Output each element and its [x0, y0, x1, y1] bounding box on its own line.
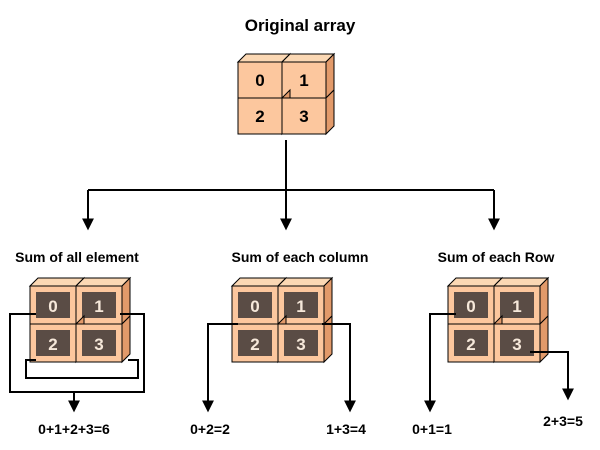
- panel-label-row: Sum of each Row: [438, 249, 555, 265]
- panel-cell-value: 1: [296, 297, 305, 316]
- panel-cell: 3: [493, 314, 549, 364]
- sum-all-path: [9, 313, 145, 413]
- panel-cell-value: 0: [48, 297, 57, 316]
- panel-cell-value: 3: [296, 335, 305, 354]
- sum-column-paths: [202, 323, 356, 413]
- result-sum-column-2: 1+3=4: [326, 421, 366, 437]
- panel-cell: 2: [231, 314, 287, 364]
- panel-cell: 1: [74, 276, 132, 326]
- sum-column-left-arrow: [202, 323, 238, 413]
- original-cell-value: 0: [255, 71, 264, 90]
- panel-cell-value: 0: [250, 297, 259, 316]
- sum-row-paths: [424, 313, 574, 413]
- panel-sum-all-cubes: 0 1 2 3: [28, 276, 132, 364]
- panel-cell-value: 3: [512, 335, 521, 354]
- panel-cell-value: 1: [94, 297, 103, 316]
- panel-cell: 3: [277, 314, 333, 364]
- sum-row-bottom-arrow: [530, 351, 574, 401]
- panel-cell-value: 2: [48, 335, 57, 354]
- panel-label-column: Sum of each column: [232, 249, 369, 265]
- panel-cell-value: 3: [94, 335, 103, 354]
- panel-sum-row-cubes: 0 1 2 3: [446, 276, 550, 364]
- original-cell-value: 3: [299, 107, 308, 126]
- original-cell-value: 2: [255, 107, 264, 126]
- panel-cell-value: 0: [466, 297, 475, 316]
- original-cell-value: 1: [299, 71, 308, 90]
- original-cell: 1: [280, 52, 336, 100]
- result-sum-row-1: 0+1=1: [412, 421, 452, 437]
- original-cell: 3: [281, 88, 335, 136]
- panel-cell-value: 2: [250, 335, 259, 354]
- sum-row-top-arrow: [424, 313, 456, 413]
- result-sum-all: 0+1+2+3=6: [38, 421, 110, 437]
- panel-cell-value: 1: [512, 297, 521, 316]
- original-array: 0 1 2 3: [236, 52, 336, 136]
- branch-connector: [82, 140, 500, 231]
- page-title: Original array: [245, 16, 356, 35]
- panel-cell-value: 2: [466, 335, 475, 354]
- panel-sum-column-cubes: 0 1 2 3: [230, 276, 334, 364]
- panel-cell: 0: [28, 276, 86, 326]
- panel-cell: 2: [29, 314, 85, 364]
- panel-label-all: Sum of all element: [15, 249, 139, 265]
- panel-cell: 3: [75, 314, 131, 364]
- result-sum-row-2: 2+3=5: [543, 413, 583, 429]
- result-sum-column-1: 0+2=2: [190, 421, 230, 437]
- sum-column-right-arrow: [322, 323, 356, 413]
